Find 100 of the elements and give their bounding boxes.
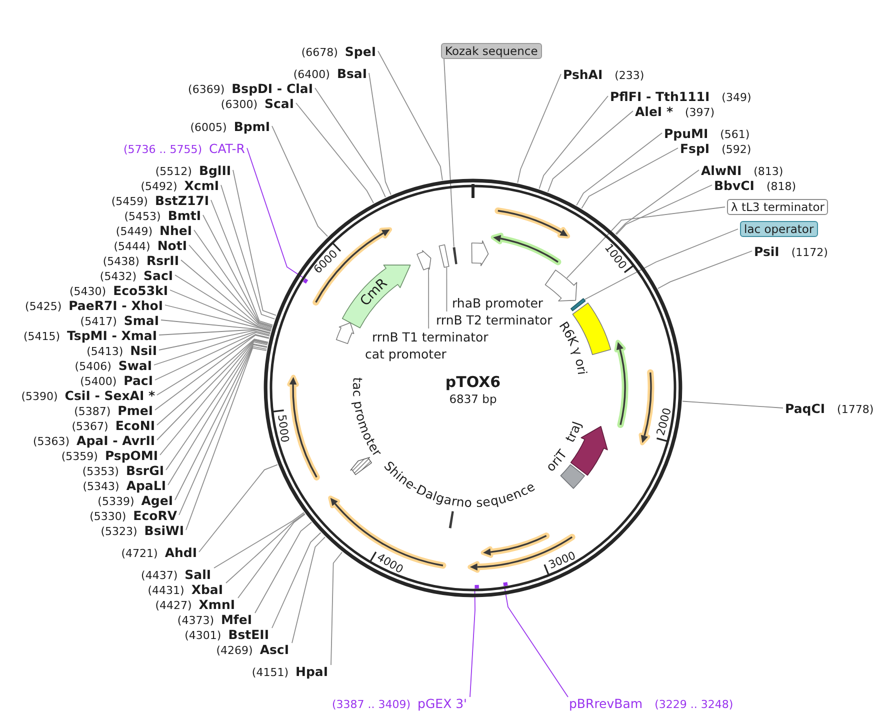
operator-mark — [570, 298, 586, 312]
enzyme-name: RsrII — [146, 253, 179, 268]
leader-line — [160, 340, 268, 456]
leader-line — [188, 244, 272, 328]
cut-site-position: (5425) — [25, 300, 62, 313]
leader-line — [156, 334, 270, 396]
leader-line — [214, 512, 304, 568]
leader-line — [160, 320, 271, 334]
feature-label: cat promoter — [365, 346, 446, 362]
leader-line — [368, 72, 392, 196]
leader-line — [444, 58, 454, 248]
cut-site-position: (397) — [684, 106, 715, 119]
enzyme-name: CsiI - SexAI * — [64, 388, 155, 403]
primer-mark — [302, 278, 308, 284]
cut-site-position: (5430) — [70, 285, 106, 298]
feature-tag: lac operator — [740, 221, 818, 237]
cut-site-position: (4721) — [121, 547, 158, 560]
enzyme-name: BglII — [198, 163, 231, 178]
cut-site-position: (561) — [720, 128, 750, 141]
enzyme-name: PsiI — [754, 244, 780, 259]
cut-site-position: (4373) — [177, 614, 214, 627]
enzyme-name: BstEII — [228, 627, 269, 642]
leader-line — [154, 334, 270, 410]
leader-line — [292, 536, 326, 644]
primer-range: (3387 .. 3409) — [332, 698, 411, 711]
cut-site-position: (5492) — [140, 180, 178, 193]
cut-site-position: (5343) — [82, 480, 120, 493]
leader-line — [154, 332, 270, 380]
primer-range: (3229 .. 3248) — [654, 698, 734, 711]
enzyme-name: PacI — [124, 373, 153, 388]
enzyme-name: ScaI — [264, 96, 294, 111]
leader-line — [504, 586, 568, 698]
leader-line — [186, 348, 267, 530]
cut-site-position: (5438) — [102, 255, 140, 268]
enzyme-name: SpeI — [344, 44, 376, 59]
cut-site-position: (4437) — [141, 569, 178, 582]
enzyme-name: EcoRV — [133, 508, 177, 523]
cut-site-position: (6005) — [190, 121, 227, 134]
leader-line — [446, 266, 448, 312]
primer-name: pBRrevBam — [569, 696, 643, 711]
leader-line — [330, 552, 343, 666]
leader-line — [158, 329, 271, 336]
enzyme-name: BpmI — [234, 119, 270, 134]
leader-line — [202, 214, 273, 327]
terminator-feature — [544, 270, 578, 302]
leader-line — [158, 329, 271, 350]
cut-site-position: (4269) — [216, 644, 253, 657]
cut-site-position: (1778) — [837, 403, 874, 416]
cut-site-position: (4151) — [252, 666, 288, 679]
leader-line — [314, 88, 386, 198]
enzyme-name: BbvCI — [714, 178, 754, 193]
enzyme-name: PaeR7I - XhoI — [68, 298, 163, 313]
tick-label: 2000 — [654, 406, 674, 437]
cut-site-position: (818) — [766, 180, 796, 193]
leader-line — [272, 532, 322, 628]
enzyme-name: EcoNI — [115, 418, 155, 433]
cut-site-position: (4301) — [184, 629, 222, 642]
enzyme-name: PspOMI — [104, 448, 158, 463]
enzyme-name: PaqCI — [785, 401, 826, 416]
enzyme-name: SmaI — [124, 313, 159, 328]
enzyme-name: BmtI — [168, 208, 201, 223]
leader-line — [566, 206, 726, 279]
enzyme-name: ApaI - AvrII — [76, 433, 155, 448]
plasmid-name: pTOX6 — [445, 373, 501, 391]
enzyme-name: SwaI — [118, 358, 152, 373]
enzyme-name: TspMI - XmaI — [67, 328, 157, 343]
leader-line — [226, 513, 306, 584]
cut-site-position: (5323) — [100, 525, 138, 538]
enzyme-name: XmnI — [198, 597, 235, 612]
enzyme-name: Eco53kI — [113, 283, 168, 298]
enzyme-name: AlwNI — [701, 163, 742, 178]
enzyme-name: AleI * — [635, 104, 673, 119]
terminator-feature — [438, 244, 450, 268]
cut-site-position: (233) — [614, 69, 644, 82]
leader-line — [584, 228, 738, 300]
sequence-mark — [452, 247, 458, 264]
leader-line — [616, 184, 712, 236]
feature-tag: λ tL3 terminator — [727, 199, 828, 215]
plasmid-size: 6837 bp — [449, 392, 497, 406]
cut-site-position: (5512) — [155, 165, 192, 178]
primer-mark — [503, 582, 508, 586]
cut-site-position: (1172) — [791, 246, 828, 259]
cut-site-position: (6369) — [188, 83, 225, 96]
leader-line — [170, 290, 272, 331]
cut-site-position: (5339) — [98, 495, 134, 508]
terminator-feature — [416, 250, 432, 270]
cut-site-position: (6400) — [293, 68, 330, 81]
enzyme-name: MfeI — [220, 612, 252, 627]
enzyme-name: NotI — [157, 238, 187, 253]
cut-site-position: (5387) — [74, 405, 111, 418]
enzyme-name: BstZ17I — [154, 193, 209, 208]
leader-line — [428, 268, 430, 329]
feature-label: traJ — [562, 419, 584, 444]
leader-line — [210, 200, 274, 326]
enzyme-name: FspI — [680, 141, 710, 156]
primer-mark — [474, 584, 479, 588]
feature-label: rrnB T2 terminator — [436, 312, 552, 328]
tick-label: 5000 — [275, 414, 292, 444]
enzyme-name: XbaI — [191, 582, 223, 597]
primer-name: pGEX 3' — [418, 696, 467, 711]
